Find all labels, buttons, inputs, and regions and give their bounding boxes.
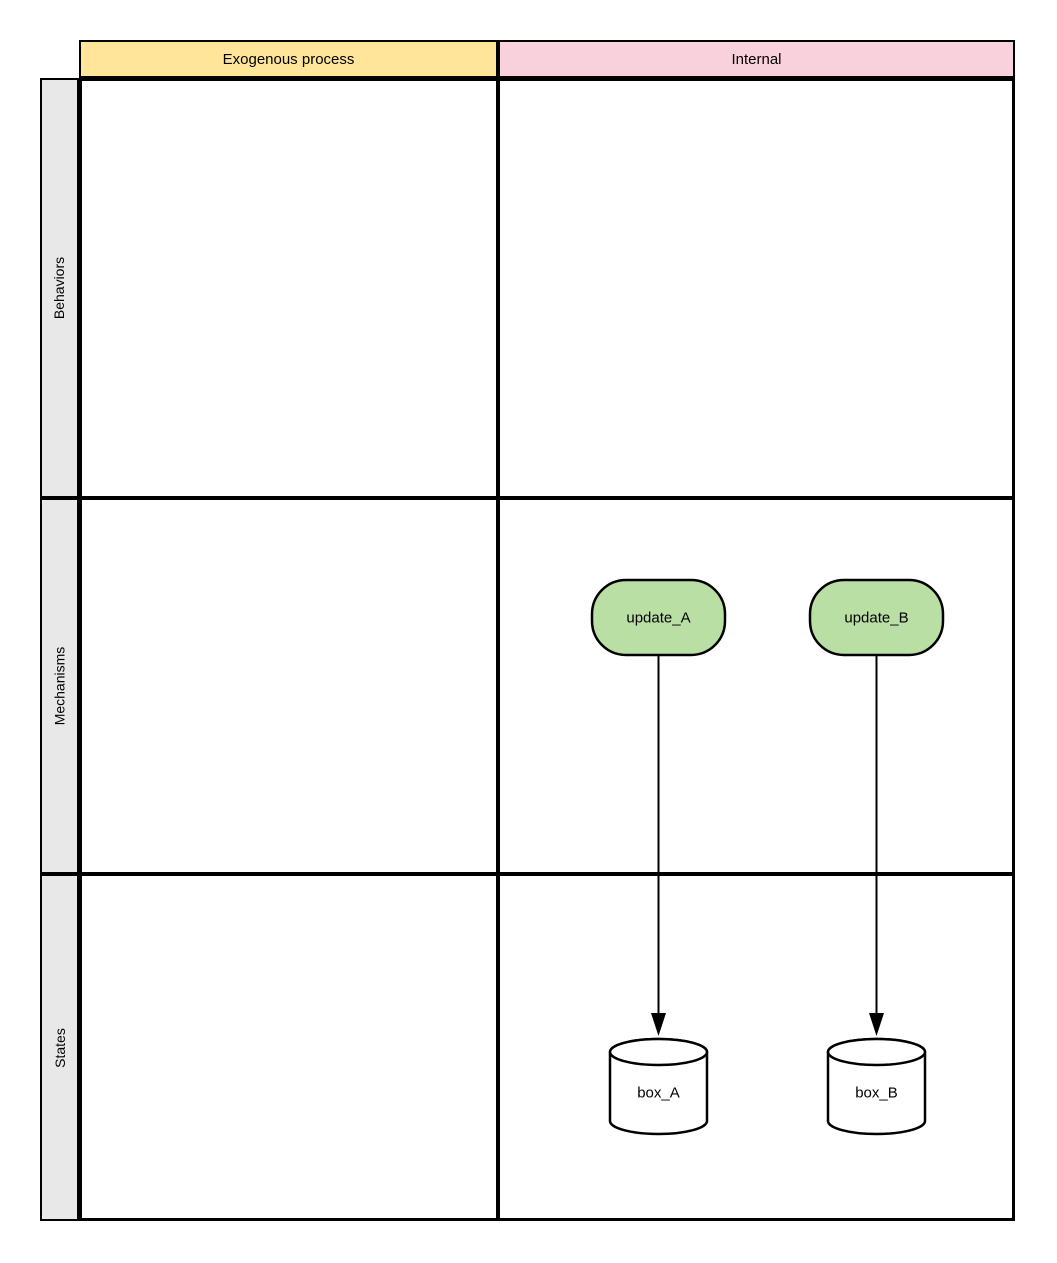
node-box-a: box_A [608, 1037, 709, 1136]
node-update-a: update_A [590, 578, 727, 657]
row-header-mechanisms: Mechanisms [40, 498, 79, 874]
arrowhead-icon [869, 1013, 884, 1036]
node-label: box_A [637, 1085, 680, 1102]
edge-update-a-to-box-a [651, 655, 666, 1036]
column-header-internal: Internal [498, 40, 1015, 78]
cylinder-top [608, 1037, 709, 1067]
row-header-states: States [40, 874, 79, 1221]
column-header-exogenous-process: Exogenous process [79, 40, 498, 78]
grid-column-divider [496, 78, 500, 1221]
cylinder-top [826, 1037, 927, 1067]
edge-update-b-to-box-b [869, 655, 884, 1036]
rounded-rect-shape [808, 578, 945, 657]
grid-row-divider-behaviors-mechanisms [79, 496, 1015, 500]
row-header-behaviors: Behaviors [40, 78, 79, 498]
column-header-label: Exogenous process [222, 50, 355, 68]
arrowhead-icon [651, 1013, 666, 1036]
node-update-b: update_B [808, 578, 945, 657]
column-header-label: Internal [731, 50, 782, 68]
node-box-b: box_B [826, 1037, 927, 1136]
node-label: update_A [626, 610, 690, 627]
node-label: update_B [844, 610, 908, 627]
rounded-rect-shape [590, 578, 727, 657]
node-label: box_B [855, 1085, 898, 1102]
grid-row-divider-mechanisms-states [79, 872, 1015, 876]
grid-body [79, 78, 1015, 1221]
